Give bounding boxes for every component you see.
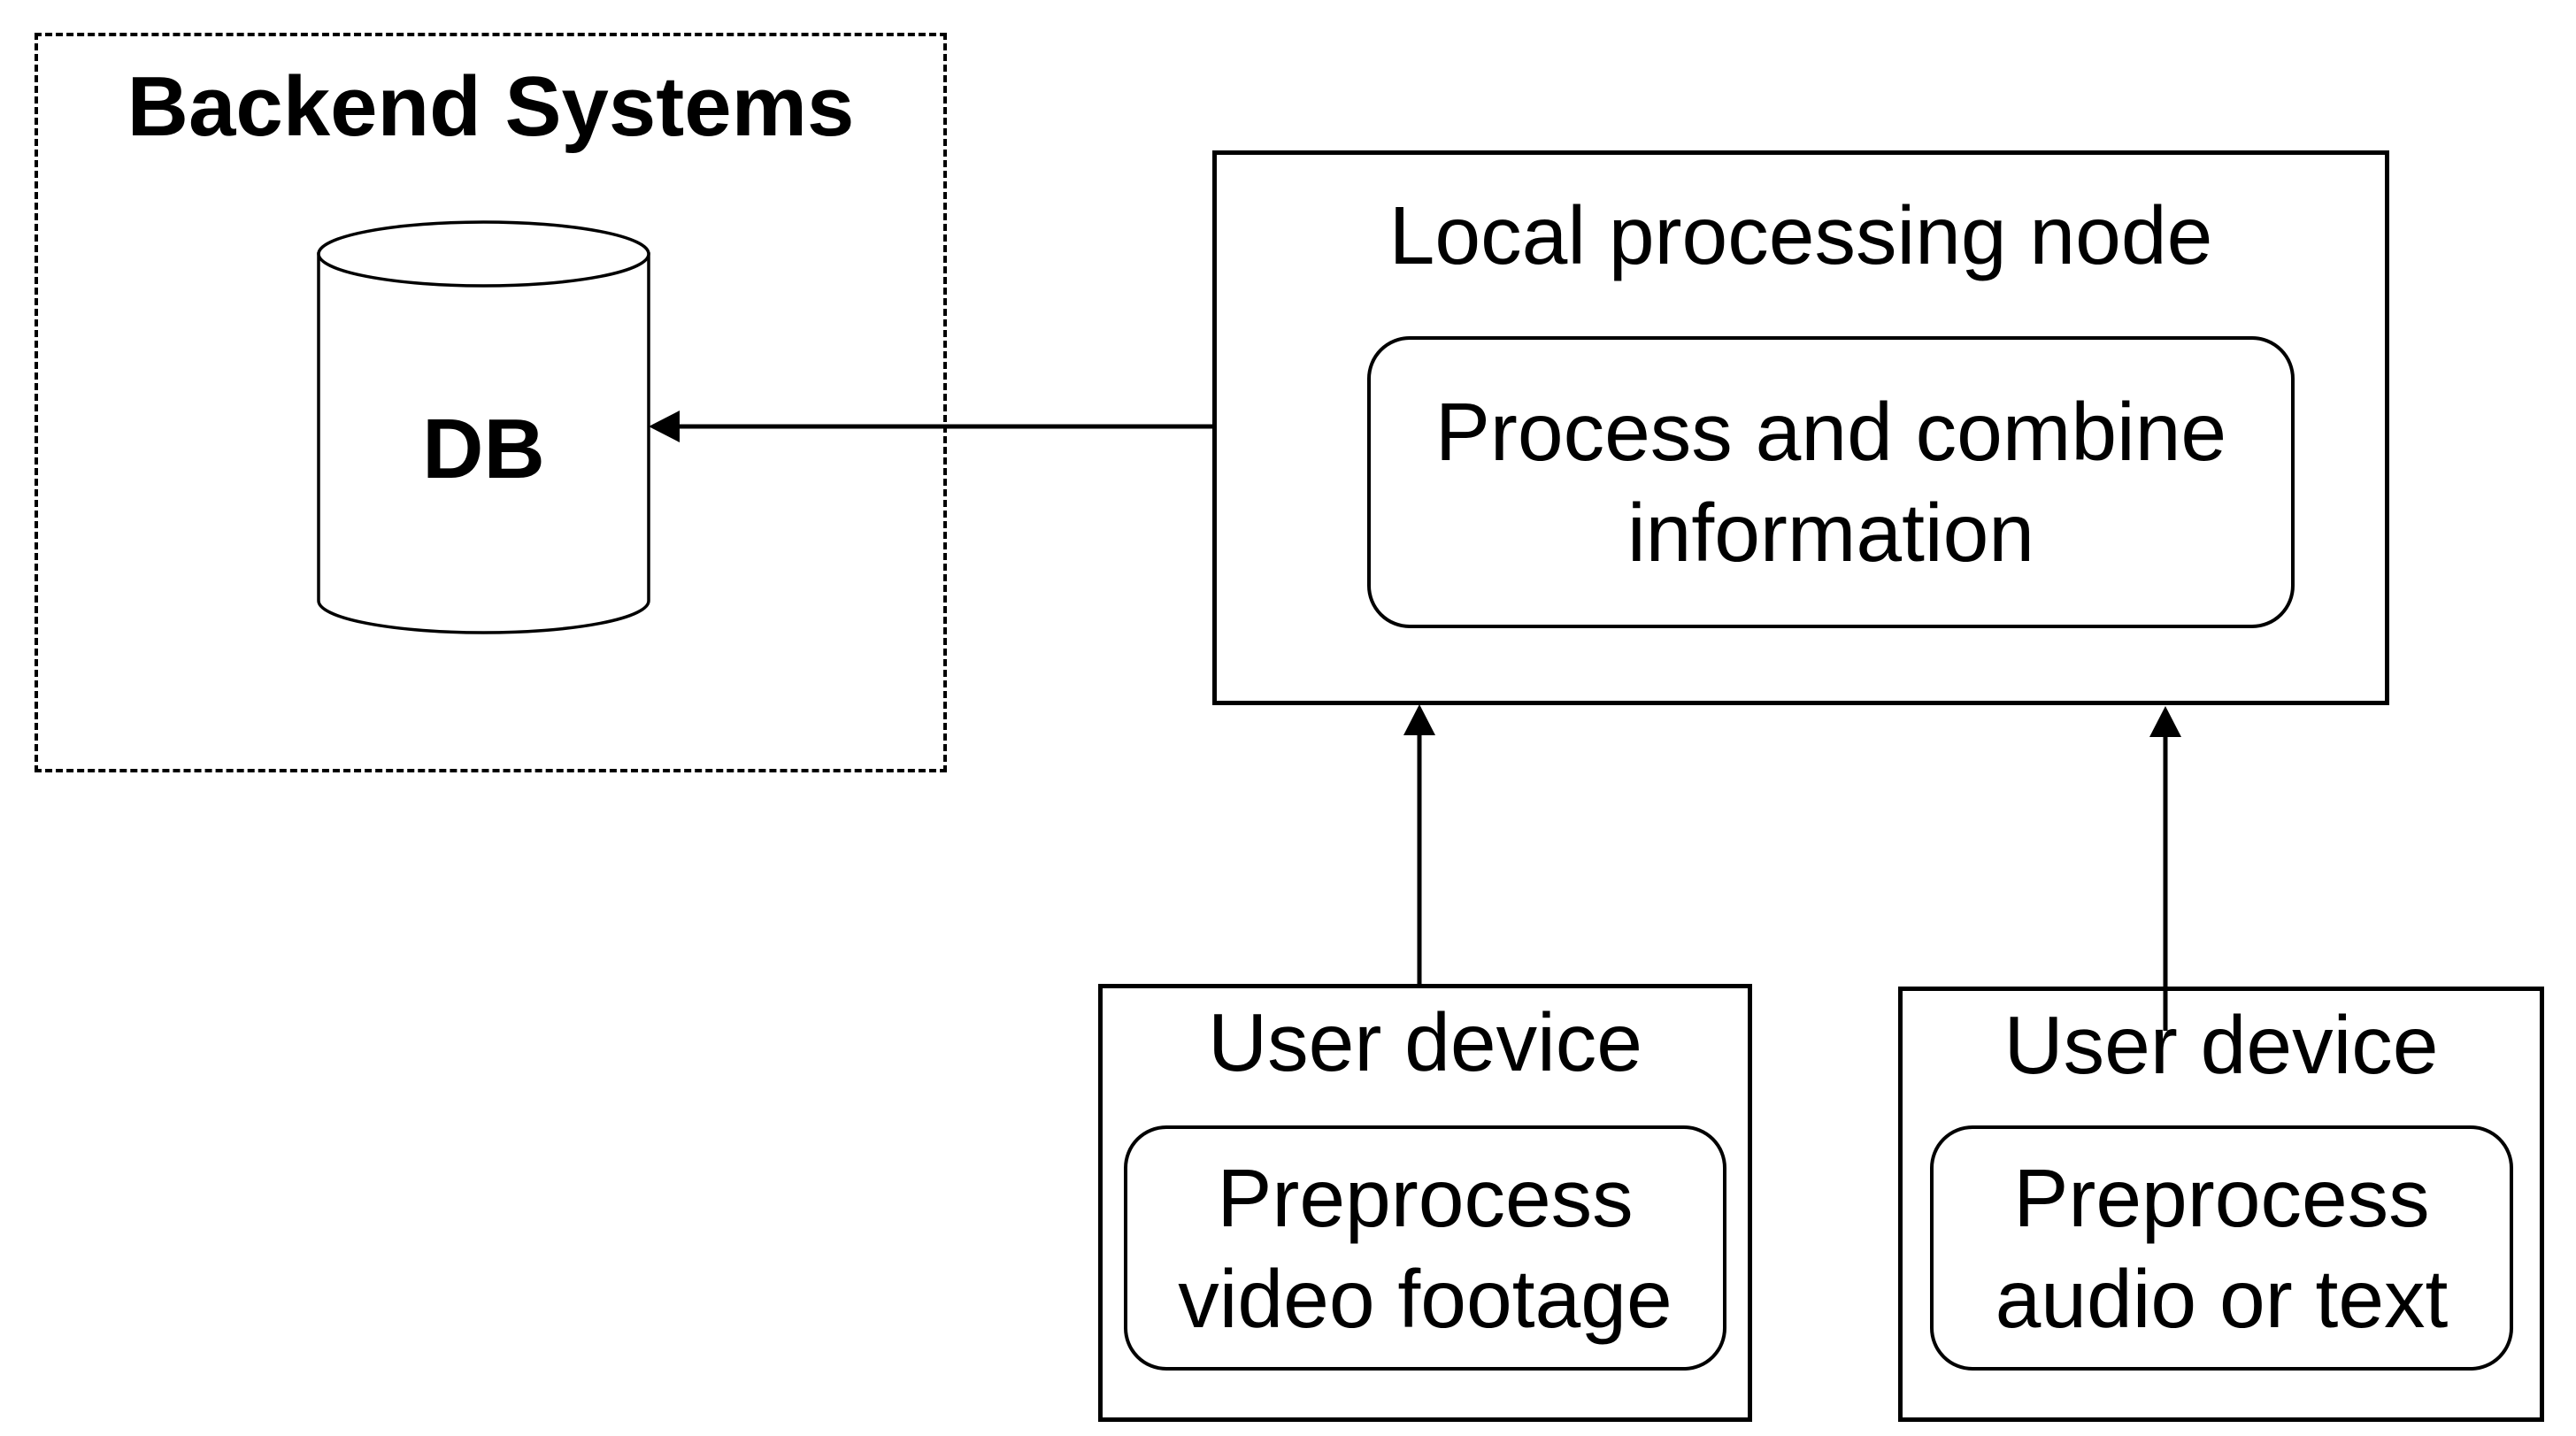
process-combine-line1: Process and combine	[1434, 386, 2227, 478]
preprocess-audio-line1: Preprocess	[2013, 1151, 2430, 1244]
arrow-device-audio-to-node	[2149, 706, 2181, 1031]
user-device-audio-title: User device	[2003, 999, 2439, 1091]
user-device-video-box: User device	[1098, 984, 1752, 1422]
db-label: DB	[422, 402, 545, 496]
user-device-video-title: User device	[1207, 996, 1643, 1088]
preprocess-video-line1: Preprocess	[1217, 1151, 1634, 1244]
backend-systems-title: Backend Systems	[127, 59, 855, 154]
local-processing-node-title: Local processing node	[1388, 189, 2213, 281]
process-combine-line2: information	[1626, 487, 2035, 579]
preprocess-video-step-box: Preprocess video footage	[1124, 1125, 1726, 1371]
preprocess-video-line2: video footage	[1178, 1252, 1672, 1345]
preprocess-audio-line2: audio or text	[1995, 1252, 2449, 1345]
preprocess-audio-step-box: Preprocess audio or text	[1930, 1125, 2513, 1371]
process-combine-step-box: Process and combine information	[1367, 336, 2295, 628]
local-processing-node-box: Local processing node	[1212, 150, 2389, 705]
user-device-audio-box: User device	[1898, 987, 2544, 1422]
backend-systems-box: Backend Systems	[35, 33, 947, 772]
arrow-device-video-to-node	[1403, 704, 1435, 984]
